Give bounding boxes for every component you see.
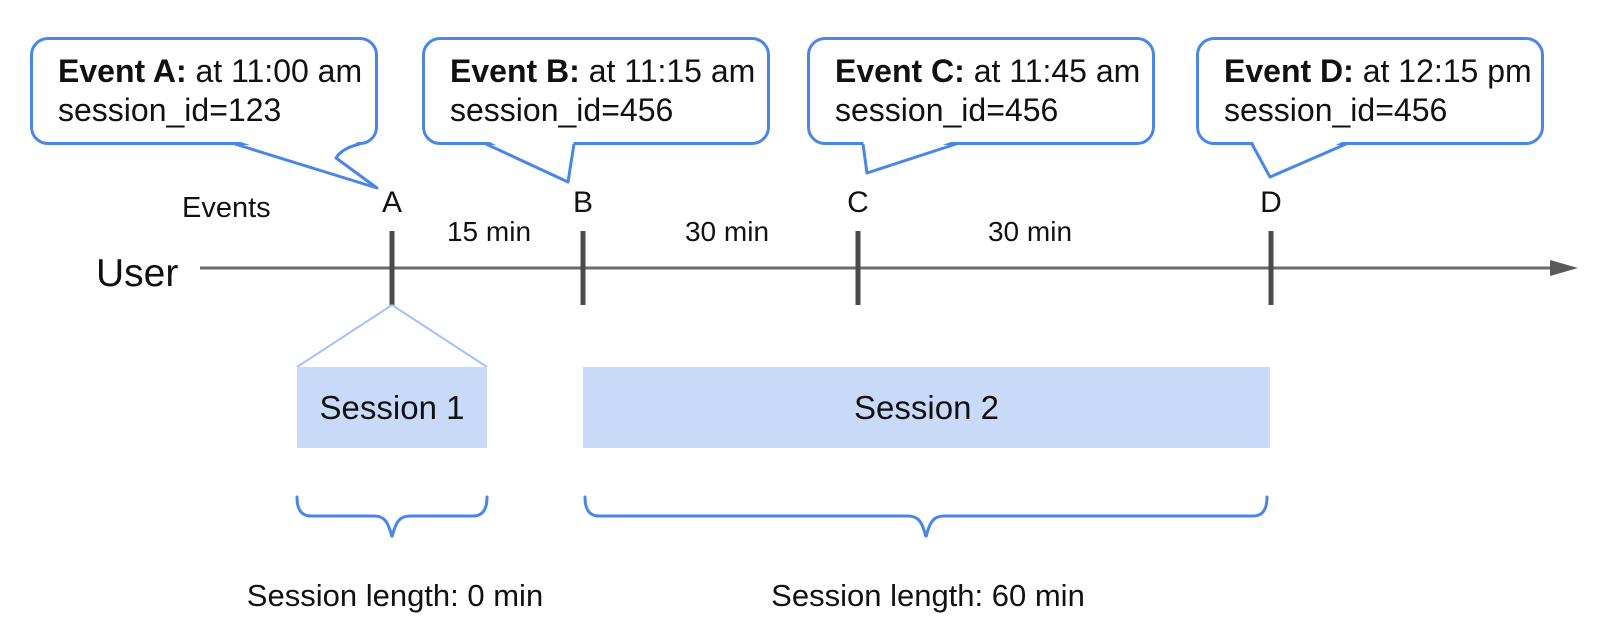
- callout-event-c-time: at 11:45 am: [964, 53, 1141, 89]
- callout-event-d-line1: Event D: at 12:15 pm: [1224, 52, 1541, 91]
- callout-event-a-detail: session_id=123: [58, 92, 282, 128]
- callout-event-c: Event C: at 11:45 am session_id=456: [807, 37, 1155, 145]
- event-marker-b: B: [572, 186, 593, 219]
- callout-event-c-line1: Event C: at 11:45 am: [835, 52, 1152, 91]
- callout-event-a-time: at 11:00 am: [186, 53, 363, 89]
- callout-event-c-title: Event C:: [835, 53, 965, 89]
- timeline-arrowhead-icon: [1550, 260, 1578, 276]
- event-marker-d: D: [1260, 186, 1282, 219]
- interval-a-b: 15 min: [446, 216, 532, 247]
- session2-bar: Session 2: [583, 367, 1270, 448]
- session1-brace: [295, 495, 489, 538]
- callout-event-b-detail: session_id=456: [450, 92, 674, 128]
- callout-event-d-time: at 12:15 pm: [1353, 53, 1532, 89]
- event-marker-a: A: [381, 186, 402, 219]
- session2-length-label: Session length: 60 min: [771, 578, 1085, 613]
- callout-event-c-detail: session_id=456: [835, 92, 1059, 128]
- session1-label: Session 1: [319, 388, 465, 426]
- callout-event-d-title: Event D:: [1224, 53, 1354, 89]
- interval-c-d: 30 min: [987, 216, 1073, 247]
- callout-tail-d: [1250, 140, 1347, 179]
- callout-event-b-line1: Event B: at 11:15 am: [450, 52, 767, 91]
- callout-event-b-title: Event B:: [450, 53, 580, 89]
- callout-event-b-time: at 11:15 am: [579, 53, 756, 89]
- callout-event-a-title: Event A:: [58, 53, 187, 89]
- session2-label: Session 2: [854, 388, 999, 426]
- user-row-label: User: [96, 252, 179, 295]
- callout-event-a: Event A: at 11:00 am session_id=123: [30, 37, 378, 145]
- callout-tail-b: [485, 140, 576, 184]
- callout-event-b: Event B: at 11:15 am session_id=456: [422, 37, 770, 145]
- session1-length-label: Session length: 0 min: [246, 578, 544, 613]
- callout-event-d: Event D: at 12:15 pm session_id=456: [1196, 37, 1544, 145]
- event-marker-c: C: [847, 186, 869, 219]
- session1-bar: Session 1: [297, 367, 487, 448]
- callout-tail-a: [234, 140, 379, 190]
- interval-b-c: 30 min: [684, 216, 770, 247]
- session1-funnel-lines: [296, 304, 488, 368]
- session2-brace: [583, 495, 1269, 538]
- callout-event-d-detail: session_id=456: [1224, 92, 1448, 128]
- events-row-label: Events: [182, 192, 271, 224]
- callout-event-a-line1: Event A: at 11:00 am: [58, 52, 375, 91]
